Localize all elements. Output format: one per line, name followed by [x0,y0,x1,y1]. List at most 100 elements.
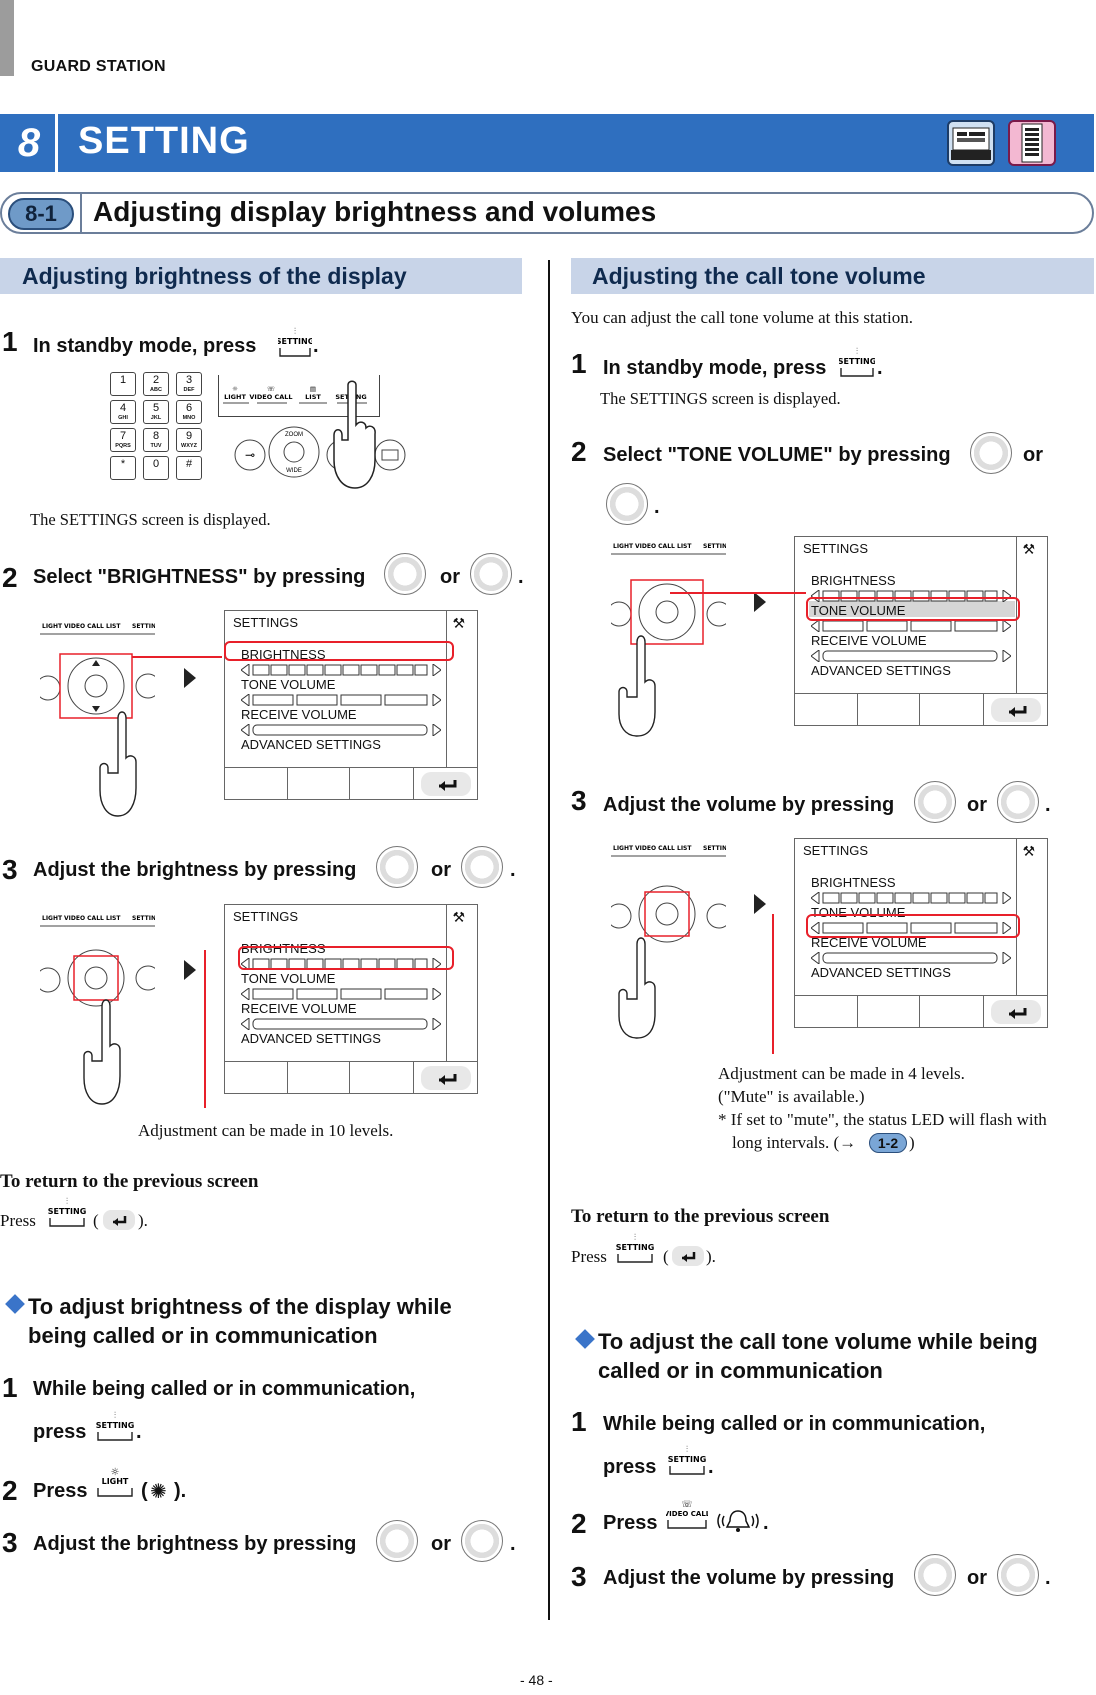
right-sub3-text: Adjust the volume by pressing [603,1567,895,1589]
brightness-level-bar [240,663,442,681]
screen-item-advanced-settings: ADVANCED SETTINGS [811,663,951,678]
svg-text:VIDEO CALL: VIDEO CALL [249,393,292,401]
wide-down-button-icon [997,781,1039,823]
left-step1-end: . [313,335,319,357]
return-icon [672,1246,704,1266]
left-sub2-number: 2 [2,1475,18,1506]
section-separator [80,192,82,234]
settings-screen-tone-adjust: SETTINGS ⚒ BRIGHTNESS TONE VOLUME RECEIV… [794,838,1048,1028]
keypad-key-letters: MNO [182,415,196,421]
return-icon [421,772,471,796]
right-step1-note: The SETTINGS screen is displayed. [600,389,841,408]
right-step1-text: In standby mode, press [603,357,827,379]
svg-text:LIST: LIST [106,623,121,630]
right-step1-end: . [877,357,883,379]
pointer-line [772,914,774,1054]
tone-level-bar [810,921,1012,939]
svg-text:▤: ▤ [310,385,316,393]
pointer-line [670,592,806,594]
right-step3-text: Adjust the volume by pressing [603,794,895,816]
svg-text:LIGHT: LIGHT [102,1477,129,1486]
screen-item-receive-volume: RECEIVE VOLUME [811,633,927,648]
svg-text:⫶: ⫶ [634,1232,636,1243]
highlight-brightness-bar [238,946,454,970]
screen-item-brightness: BRIGHTNESS [241,941,326,956]
screen-softkey-row [795,995,1047,1028]
svg-text:ZOOM: ZOOM [285,432,303,438]
highlight-brightness [224,641,454,661]
svg-text:VIDEO CALL: VIDEO CALL [666,1510,708,1518]
right-step3-or: or [967,794,987,816]
right-sub-heading-1: To adjust the call tone volume while bei… [598,1329,1038,1354]
pointer-line [204,950,206,1108]
section-number-badge: 8-1 [8,198,74,230]
left-sub1-number: 1 [2,1372,18,1403]
left-step3-number: 3 [2,854,18,885]
left-sub1-line1: While being called or in communication, [33,1378,416,1400]
guard-station-icon [947,120,995,166]
screen-item-advanced-settings: ADVANCED SETTINGS [241,1031,381,1046]
screen-item-tone-volume: TONE VOLUME [241,971,336,986]
left-subheading-bar [0,258,522,294]
left-sub1-line2: press [33,1421,87,1443]
keypad-key-label: 5 [152,402,160,414]
right-return-paren-close: ). [706,1247,716,1266]
screen-item-tone-volume: TONE VOLUME [811,905,906,920]
category-label: GUARD STATION [31,58,166,75]
right-sub1-line1: While being called or in communication, [603,1413,986,1435]
settings-screen-brightness: SETTINGS ⚒ BRIGHTNESS TONE VOLUME RECEIV… [224,610,478,800]
wide-down-button-icon [470,553,512,595]
right-subheading: Adjusting the call tone volume [592,263,926,289]
right-return-heading: To return to the previous screen [571,1206,830,1227]
left-step3-note: Adjustment can be made in 10 levels. [138,1121,394,1140]
left-step1-number: 1 [2,326,18,357]
right-step2-or: or [1023,444,1043,466]
chapter-title: SETTING [78,120,250,162]
svg-text:SETTIN: SETTIN [703,543,726,550]
screen-softkey-row [795,693,1047,726]
keypad-key-letters: WXYZ [181,443,197,449]
screen-item-receive-volume: RECEIVE VOLUME [241,1001,357,1016]
tools-icon: ⚒ [452,909,465,925]
return-icon [991,698,1041,722]
keypad-key: 0 [143,456,169,480]
keypad-key-label: 2 [152,374,160,386]
keypad-key: # [176,456,202,480]
svg-text:☼: ☼ [111,1467,120,1478]
left-sub3-number: 3 [2,1527,18,1558]
right-sub2-end: . [763,1512,769,1534]
left-sub-heading-2: being called or in communication [28,1323,378,1348]
keypad-key: 1 [110,372,136,396]
right-sub1-line2: press [603,1456,657,1478]
page-reference-badge[interactable]: 1-2 [869,1133,907,1153]
page-number: - 48 - [520,1672,553,1688]
keypad-key-label: 4 [119,402,127,414]
svg-text:SETTING: SETTING [839,357,875,366]
zoom-up-button-icon [376,846,418,888]
svg-text:LIGHT: LIGHT [42,623,63,630]
arrow-right-icon [754,894,766,919]
zoom-up-button-icon [384,553,426,595]
svg-text:VIDEO CALL: VIDEO CALL [635,845,675,852]
setting-key-icon: ⫶SETTING [96,1410,134,1442]
right-step2-end: . [654,496,660,518]
screen-item-advanced-settings: ADVANCED SETTINGS [811,965,951,980]
screen-title: SETTINGS [803,541,869,556]
receive-level-bar [240,723,442,741]
sub-station-icon [1008,120,1056,166]
zoom-up-button-icon [970,432,1012,474]
chapter-number: 8 [17,120,41,165]
setting-key-icon: ⫶SETTING [668,1444,706,1476]
svg-text:LIST: LIST [677,543,692,550]
keypad-key-letters: GHI [118,415,128,421]
right-sub2-number: 2 [571,1508,587,1539]
keypad-key-letters: PQRS [115,443,131,449]
